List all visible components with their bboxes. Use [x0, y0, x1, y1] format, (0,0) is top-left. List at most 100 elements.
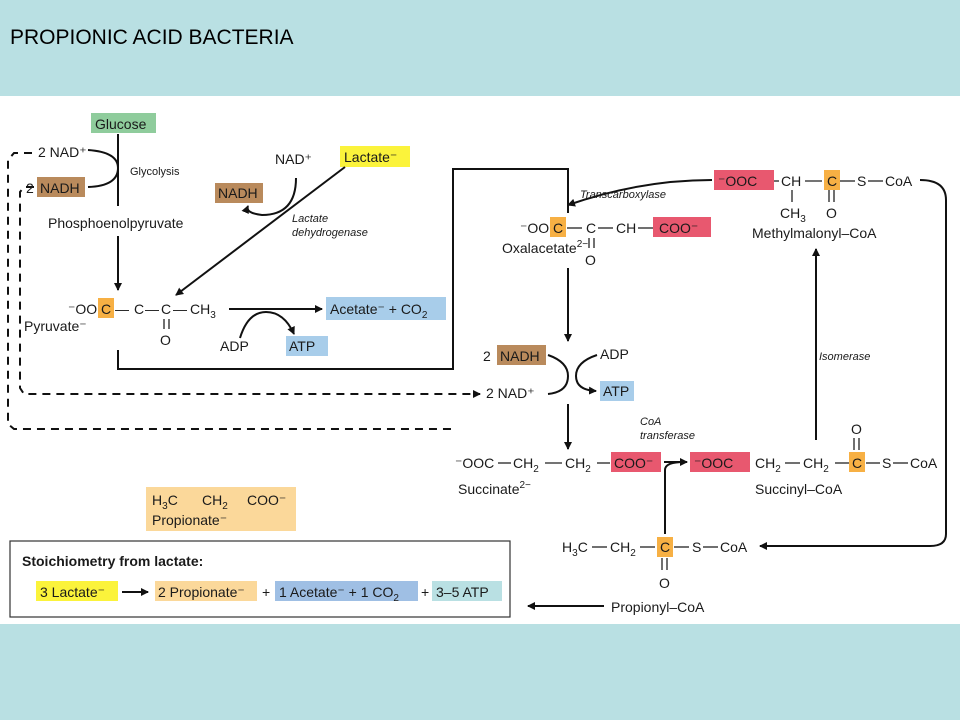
lactate-label: Lactate⁻ [344, 149, 397, 165]
oxal-ch: CH [616, 220, 636, 236]
lactate-box [340, 146, 410, 167]
stoich-atp: 3–5 ATP [436, 584, 489, 600]
succinylcoa-ch2b: CH2 [803, 455, 829, 475]
oxalacetate-coo-box [653, 217, 711, 237]
carboxyl-loop-line [759, 179, 947, 550]
methylmal-coa: CoA [885, 173, 913, 189]
stoich-lactate: 3 Lactate⁻ [40, 584, 105, 600]
stoich-propionate-box [155, 581, 257, 601]
oxal-o: O [585, 252, 596, 268]
oxalacetate-c-highlight [550, 217, 566, 237]
nadh-center-number: 2 [483, 348, 491, 364]
pep-label: Phosphoenolpyruvate [48, 215, 184, 231]
pyruvate-ooc: ⁻OO [68, 301, 97, 317]
nad-plus-label: NAD⁺ [275, 151, 312, 167]
oxal-ooc: ⁻OO [520, 220, 549, 236]
nadh-box-left [37, 177, 85, 197]
stoich-atp-box [432, 581, 502, 601]
nadh-2-number: 2 [26, 180, 34, 196]
coa-transferase-line2: transferase [640, 430, 695, 442]
propionylcoa-s: S [692, 539, 701, 555]
pyruvate-c1: C [101, 301, 111, 317]
pyruvate-c3: C [161, 301, 171, 317]
succinylcoa-c: C [852, 455, 862, 471]
pyruvate-ch3: CH3 [190, 301, 216, 321]
methylmalonyl-c-highlight [824, 170, 840, 190]
succinate-coo: COO⁻ [614, 455, 653, 471]
succinylcoa-o: O [851, 421, 862, 437]
methylmalonyl-ooc-box [714, 170, 774, 190]
methylmal-c: C [827, 173, 837, 189]
isomerase-label: Isomerase [819, 351, 870, 363]
glycolysis-nad-curve [87, 149, 120, 188]
pathway-diagram: Glucose Glycolysis 2 NAD⁺ 2 NADH Phospho… [7, 113, 947, 618]
stoich-plus-1: + [262, 584, 270, 600]
oxal-name: Oxalacetate2− [502, 239, 588, 256]
nadh-box-center [497, 345, 546, 365]
methylmal-name: Methylmalonyl–CoA [752, 225, 877, 241]
header-bar: PROPIONIC ACID BACTERIA [0, 0, 960, 96]
diagram-panel: Glucose Glycolysis 2 NAD⁺ 2 NADH Phospho… [0, 96, 960, 624]
atp-box-1 [286, 336, 328, 356]
succinylcoa-ooc-box [690, 452, 750, 472]
propionylcoa-c-highlight [657, 537, 673, 557]
pyruvate-c2: C [134, 301, 144, 317]
nadh-label-ldh: NADH [218, 185, 258, 201]
adp-atp-curve [239, 310, 295, 339]
propionylcoa-coa-transfer-arc [664, 461, 685, 534]
oxal-c2: C [586, 220, 596, 236]
pyruvate-o: O [160, 332, 171, 348]
ldh-curve [241, 177, 297, 217]
propionylcoa-ch2: CH2 [610, 539, 636, 559]
succinate-ooc: ⁻OOC [455, 455, 494, 471]
page-title: PROPIONIC ACID BACTERIA [10, 26, 294, 49]
propionylcoa-name: Propionyl–CoA [611, 599, 705, 615]
methylmal-ch: CH [781, 173, 801, 189]
pyruvate-bond2: — [145, 301, 159, 317]
succinate-ch2b: CH2 [565, 455, 591, 475]
nadh-label-left: NADH [40, 180, 80, 196]
stoich-acetate-box [275, 581, 418, 601]
acetate-co2-label: Acetate⁻ + CO2 [330, 301, 428, 321]
glucose-box [91, 113, 156, 133]
stoichiometry-box [9, 540, 511, 618]
succinate-coo-box [611, 452, 661, 472]
nad-2b-label: 2 NAD⁺ [486, 385, 535, 401]
propionylcoa-h3c: H3C [562, 539, 588, 559]
propionylcoa-o: O [659, 575, 670, 591]
atp-label-2: ATP [603, 383, 629, 399]
pyruvate-c-highlight [98, 298, 114, 318]
nad-recycle-dashed-outer [7, 152, 455, 430]
nadh-nad-curve [547, 354, 570, 395]
succinylcoa-name: Succinyl–CoA [755, 481, 843, 497]
adp-label-1: ADP [220, 338, 249, 354]
succinylcoa-coa: CoA [910, 455, 938, 471]
adp-atp-curve-2 [574, 354, 598, 395]
stoich-acetate: 1 Acetate⁻ + 1 CO2 [279, 584, 399, 604]
succinate-ch2a: CH2 [513, 455, 539, 475]
atp-label-1: ATP [289, 338, 315, 354]
pyruvate-to-transcarboxylase-line [117, 168, 569, 370]
acetate-co2-box [326, 297, 446, 320]
propionylcoa-c: C [660, 539, 670, 555]
adp-label-2: ADP [600, 346, 629, 362]
nadh-center-label: NADH [500, 348, 540, 364]
oxal-coo: COO⁻ [659, 220, 698, 236]
transcarboxylase-arc [567, 179, 713, 207]
pyruvate-bond1: — [115, 301, 129, 317]
pyruvate-name: Pyruvate⁻ [24, 318, 87, 334]
glucose-label: Glucose [95, 116, 147, 132]
ldh-label-line1: Lactate [292, 213, 328, 225]
propionate-box [146, 487, 296, 531]
nad-recycle-dashed-inner [19, 186, 481, 398]
stoich-propionate: 2 Propionate⁻ [158, 584, 245, 600]
methylmal-ch3: CH3 [780, 205, 806, 225]
atp-box-2 [600, 381, 634, 401]
pyruvate-bond3: — [173, 301, 187, 317]
succinylcoa-s: S [882, 455, 891, 471]
ldh-label-line2: dehydrogenase [292, 227, 368, 239]
coa-transferase-line1: CoA [640, 416, 661, 428]
propionate-h3c: H3C [152, 492, 178, 512]
propionate-name: Propionate⁻ [152, 512, 227, 528]
methylmal-s: S [857, 173, 866, 189]
